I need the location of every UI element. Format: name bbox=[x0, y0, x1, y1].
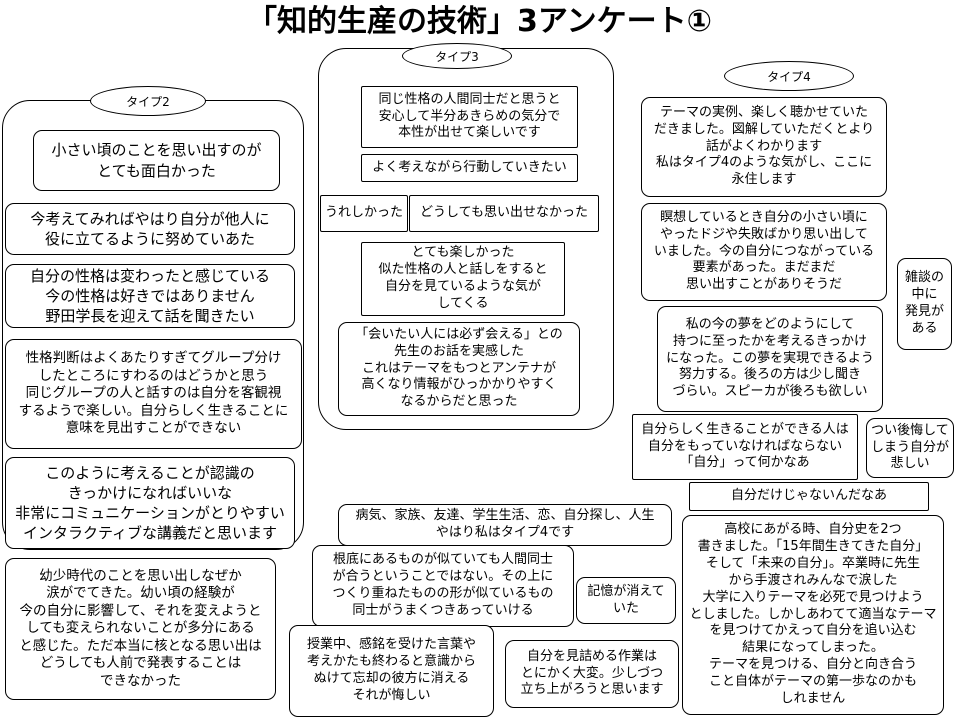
comment-meditation: 瞑想しているとき自分の小さい頃に やったドジや失敗ばかり思い出して いました。今… bbox=[641, 203, 887, 301]
comment-childhood-tears: 幼少時代のことを思い出しなぜか 涙がでてきた。幼い頃の経験が 今の自分に影響して… bbox=[5, 558, 276, 700]
comment-meet-people: 「会いたい人には必ず会える」との 先生のお話を実感した これはテーマをもつとアン… bbox=[338, 322, 580, 416]
type2-label: タイプ2 bbox=[90, 86, 206, 116]
comment-regret: つい後悔して しまう自分が 悲しい bbox=[866, 418, 954, 478]
comment-childhood-fun: 小さい頃のことを思い出すのが とても面白かった bbox=[33, 130, 280, 191]
comment-interactive-lecture: このように考えることが認識の きっかけになればいいな 非常にコミュニケーションが… bbox=[5, 457, 295, 549]
comment-not-only-me: 自分だけじゃないんだなあ bbox=[689, 482, 929, 511]
comment-same-personality: 同じ性格の人間同士だと思うと 安心して半分あきらめの気分で 本性が出せて楽しいで… bbox=[361, 86, 578, 148]
page-title: 「知的生産の技術」3アンケート① bbox=[246, 4, 713, 39]
comment-common-roots: 根底にあるものが似ていても人間同士 が合うということではない。その上に つくり重… bbox=[312, 545, 574, 627]
comment-chat-discovery: 雑談の 中に 発見が ある bbox=[897, 258, 952, 350]
comment-personality-changed: 自分の性格は変わったと感じている 今の性格は好きではありません 野田学長を迎えて… bbox=[5, 264, 295, 328]
comment-self-history: 高校にあがる時、自分史を2つ 書きました。「15年間生きてきた自分」 そして「未… bbox=[682, 515, 944, 715]
comment-could-not-remember: どうしても思い出せなかった bbox=[409, 195, 599, 232]
comment-think-act: よく考えながら行動していきたい bbox=[361, 154, 578, 182]
comment-dream: 私の今の夢をどのようにして 持つに至ったかを考えるきっかけ になった。この夢を実… bbox=[657, 306, 883, 412]
comment-happy: うれしかった bbox=[320, 195, 408, 232]
type3-label: タイプ3 bbox=[402, 43, 512, 69]
comment-help-others: 今考えてみればやはり自分が他人に 役に立てるように努めていあた bbox=[5, 203, 295, 255]
comment-theme-examples: テーマの実例、楽しく聴かせていた だきました。図解していただくとより 話がよくわ… bbox=[641, 97, 887, 197]
comment-forgetting: 授業中、感銘を受けた言葉や 考えかたも終わると意識から ぬけて忘却の彼方に消える… bbox=[289, 625, 494, 717]
comment-self-reflection: 自分を見詰める作業は とにかく大変。少しづつ 立ち上がろうと思います bbox=[505, 640, 679, 708]
comment-memory-gone: 記憶が消えて いた bbox=[576, 577, 676, 624]
type4-label: タイプ4 bbox=[724, 61, 854, 91]
comment-live-like-yourself: 自分らしく生きることができる人は 自分をもっていなければならない 「自分」って何… bbox=[632, 414, 858, 480]
comment-personality-test: 性格判断はよくあたりすぎてグループ分け したところにすわるのはどうかと思う 同じ… bbox=[5, 339, 302, 449]
comment-very-fun: とても楽しかった 似た性格の人と話しをすると 自分を見ているような気が してくる bbox=[361, 242, 565, 316]
comment-topics-type4: 病気、家族、友達、学生生活、恋、自分探し、人生 やはり私はタイプ4です bbox=[338, 504, 672, 546]
